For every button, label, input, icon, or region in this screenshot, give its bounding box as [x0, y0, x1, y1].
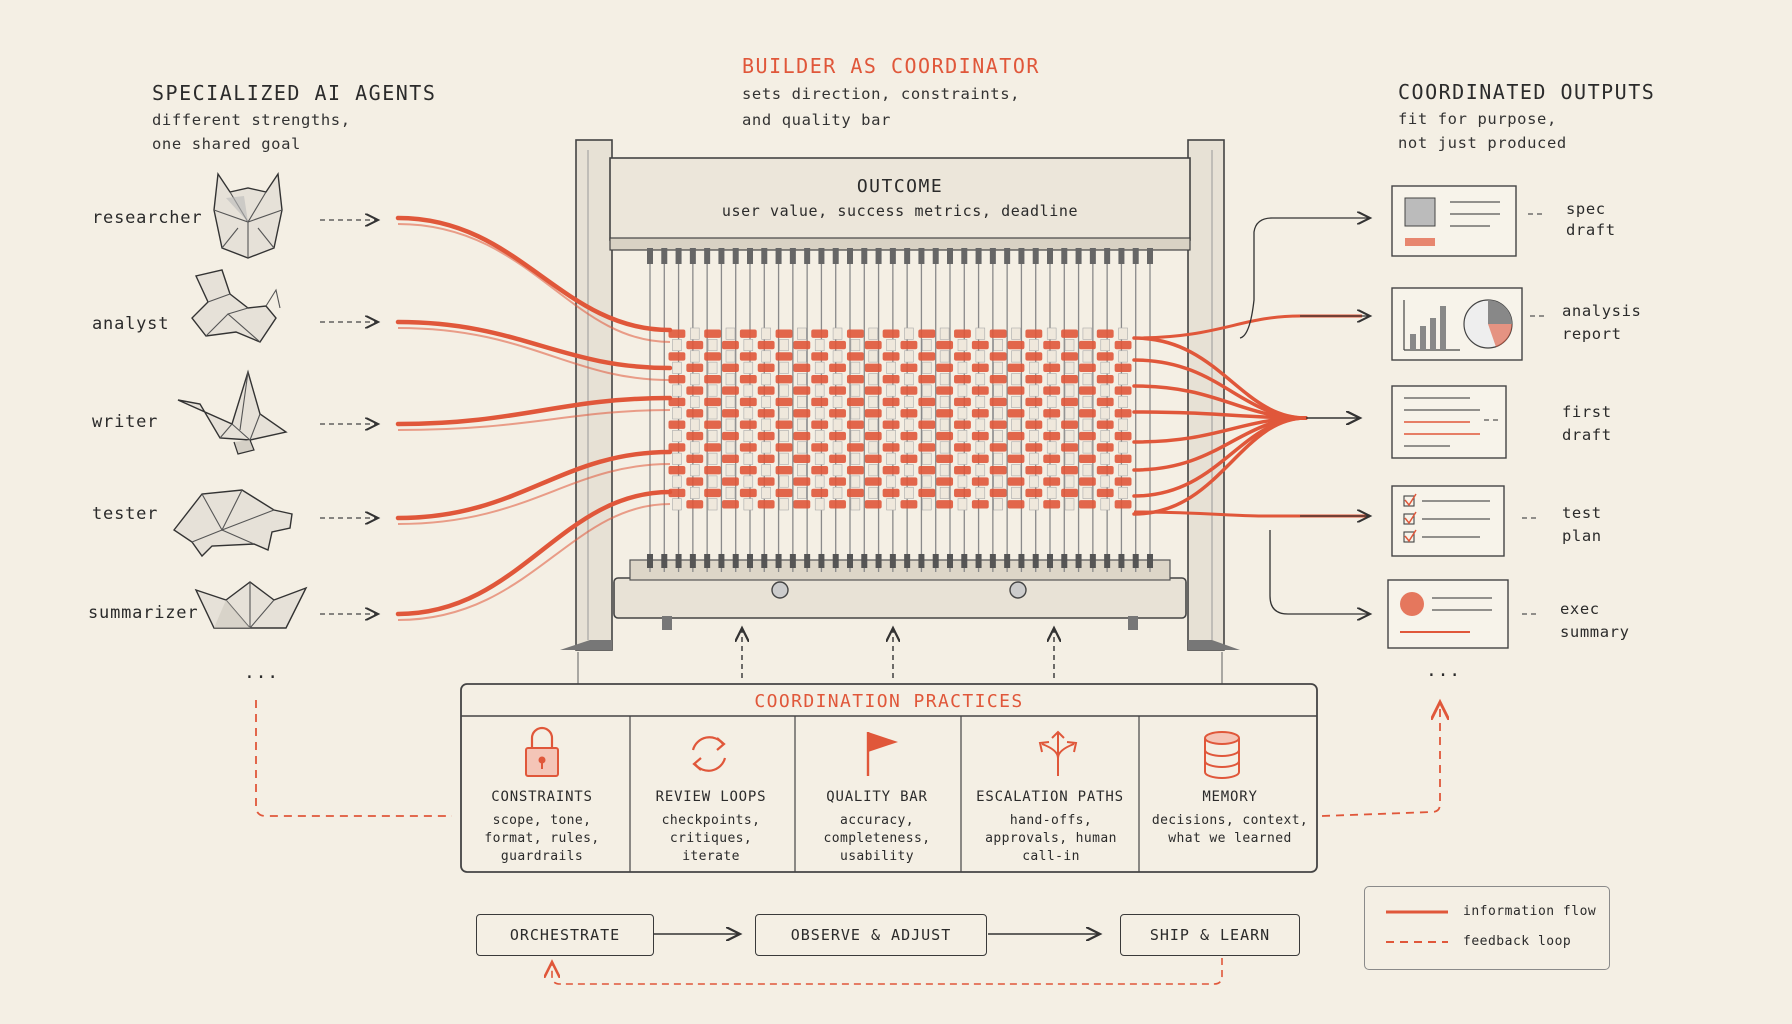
left-feedback-loop: [255, 700, 452, 817]
outputs-title: COORDINATED OUTPUTS: [1398, 80, 1656, 104]
agents-more: ...: [244, 662, 279, 683]
agent-arrows: [320, 220, 378, 614]
practice-title-escalation-paths: ESCALATION PATHS: [976, 789, 1124, 805]
origami-owl-icon: [213, 172, 283, 259]
agent-label-writer: writer: [92, 412, 159, 432]
practice-title-quality-bar: QUALITY BAR: [826, 789, 928, 805]
stage-orchestrate: ORCHESTRATE: [476, 914, 654, 956]
woven-fabric: [668, 327, 1132, 511]
right-feedback-loop: [1321, 702, 1440, 817]
agents-line2: one shared goal: [152, 135, 301, 153]
output-card-analysis-report: [1391, 287, 1523, 361]
coordinator-line2: and quality bar: [742, 111, 891, 129]
output-label-test-1: test: [1562, 504, 1602, 522]
outputs-more: ...: [1426, 660, 1461, 681]
output-dash-marks: [1484, 213, 1546, 615]
agent-label-tester: tester: [92, 504, 159, 524]
lock-icon: [525, 726, 559, 777]
practice-desc-review-loops: checkpoints, critiques, iterate: [661, 813, 761, 864]
agents-title: SPECIALIZED AI AGENTS: [152, 81, 437, 105]
output-label-analysis-1: analysis: [1562, 302, 1642, 320]
incoming-agent-threads: [395, 215, 673, 621]
outgoing-output-threads: [1132, 218, 1370, 614]
practices-panel: [460, 683, 1318, 873]
practice-desc-escalation-paths: hand-offs, approvals, human call-in: [985, 813, 1117, 864]
output-card-exec-summary: [1387, 579, 1509, 649]
origami-turtle-icon: [172, 489, 293, 558]
outputs-line2: not just produced: [1398, 134, 1567, 152]
agent-label-summarizer: summarizer: [88, 603, 199, 623]
legend: [1364, 886, 1610, 970]
practice-title-review-loops: REVIEW LOOPS: [655, 789, 767, 805]
legend-info-label: information flow: [1463, 904, 1597, 919]
output-label-exec-2: summary: [1560, 623, 1630, 641]
practice-desc-constraints: scope, tone, format, rules, guardrails: [484, 813, 600, 864]
agent-label-analyst: analyst: [92, 314, 170, 334]
split-arrows-icon: [1038, 730, 1078, 776]
practice-title-memory: MEMORY: [1202, 789, 1258, 805]
output-card-first-draft: [1391, 385, 1507, 459]
practice-desc-quality-bar: accuracy, completeness, usability: [823, 813, 931, 864]
database-icon: [1204, 731, 1240, 779]
agent-label-researcher: researcher: [92, 208, 203, 228]
practice-to-loom-arrows: [742, 628, 1054, 678]
output-label-analysis-2: report: [1562, 325, 1622, 343]
agents-line1: different strengths,: [152, 111, 351, 129]
output-card-test-plan: [1391, 485, 1505, 557]
output-label-test-2: plan: [1562, 527, 1602, 545]
practice-desc-memory: decisions, context, what we learned: [1151, 813, 1309, 846]
coordinator-line1: sets direction, constraints,: [742, 85, 1021, 103]
origami-crane-icon: [177, 369, 288, 455]
practice-title-constraints: CONSTRAINTS: [491, 789, 593, 805]
stage-ship-learn: SHIP & LEARN: [1120, 914, 1300, 956]
practices-title: COORDINATION PRACTICES: [754, 691, 1024, 712]
output-label-first-2: draft: [1562, 426, 1612, 444]
origami-boat-icon: [194, 581, 308, 629]
output-label-spec-2: draft: [1566, 221, 1616, 239]
stage-feedback-loop: [552, 958, 1223, 985]
refresh-icon: [691, 736, 727, 772]
output-label-exec-1: exec: [1560, 600, 1600, 618]
output-label-spec-1: spec: [1566, 200, 1606, 218]
coordinator-title: BUILDER AS COORDINATOR: [742, 54, 1040, 78]
output-card-spec-draft: [1391, 185, 1517, 257]
flag-icon: [866, 732, 898, 776]
legend-feedback-label: feedback loop: [1463, 934, 1572, 949]
outputs-line1: fit for purpose,: [1398, 110, 1557, 128]
output-label-first-1: first: [1562, 403, 1612, 421]
origami-fox-icon: [191, 269, 281, 343]
stage-observe-adjust: OBSERVE & ADJUST: [755, 914, 987, 956]
outcome-title: OUTCOME: [856, 176, 944, 197]
outcome-desc: user value, success metrics, deadline: [721, 202, 1079, 220]
